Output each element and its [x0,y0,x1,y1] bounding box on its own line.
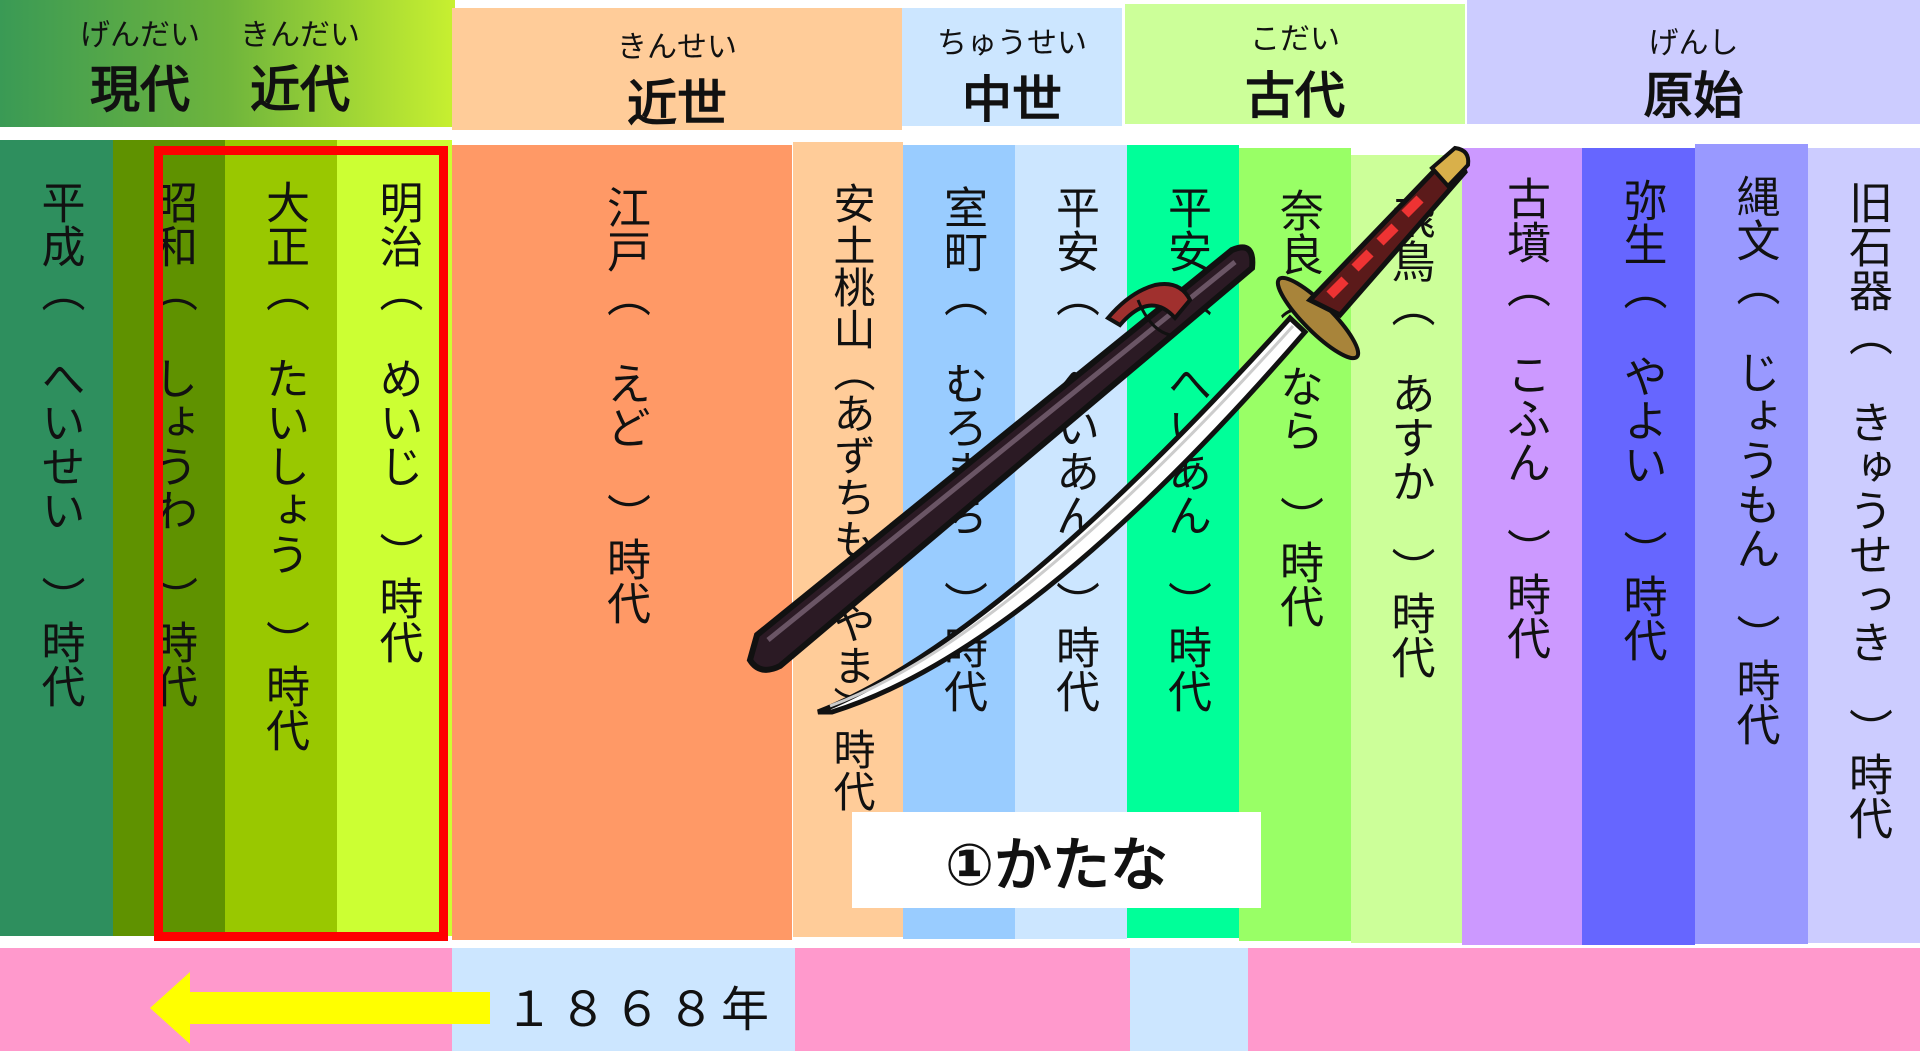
katana-icon [817,145,1471,715]
era-heian-1-text: 平安（ へいあん ）時代 [1048,185,1099,713]
label-kinsei: 近世 [627,75,727,133]
header-kinsei: きんせい 近世 [452,8,902,133]
bottom-bar-gap-cell [1130,948,1248,1051]
era-kofun-text: 古墳（ こふん ）時代 [1499,176,1550,660]
era-asuka: 飛鳥（ あすか ）時代 [1351,155,1462,943]
era-kofun: 古墳（ こふん ）時代 [1462,148,1582,945]
header-genshi: げんし 原始 [1467,0,1920,125]
ruby-kinsei: きんせい [617,30,737,65]
header-chusei: ちゅうせい 中世 [902,8,1122,129]
ruby-kindai: きんだい [240,18,360,53]
bottom-bar-year-cell [452,948,795,1051]
era-jomon-text: 縄文（ じょうもん ）時代 [1728,174,1780,746]
label-kodai: 古代 [1245,67,1345,125]
bottom-bar-right [1248,948,1920,1051]
era-taisho: 大正（ たいしょう ）時代 [225,140,337,936]
header-gendai-kindai: げんだい 現代 きんだい 近代 [0,0,455,127]
question-label: ①かたな [852,812,1261,908]
era-asuka-text: 飛鳥（ あすか ）時代 [1383,195,1435,679]
era-jomon: 縄文（ じょうもん ）時代 [1695,144,1808,944]
era-kyusekki-text: 旧石器（ きゅうせっき ）時代 [1841,180,1892,840]
ruby-genshi: げんし [1648,26,1739,61]
era-yayoi-text: 弥生（ やよい ）時代 [1615,178,1667,662]
left-arrow-icon [150,972,490,1044]
bottom-bar-mid [795,948,1130,1051]
era-edo-text: 江戸（ えど ）時代 [599,185,650,625]
ruby-kodai: こだい [1250,22,1340,57]
era-nara-text: 奈良（ なら ）時代 [1272,188,1323,628]
era-yayoi: 弥生（ やよい ）時代 [1582,148,1695,945]
era-edo: 江戸（ えど ）時代 [452,145,792,940]
label-genshi: 原始 [1643,67,1744,125]
scabbard-icon [746,244,1256,673]
header-kodai: こだい 古代 [1125,4,1465,125]
ruby-gendai: げんだい [80,18,200,53]
label-kindai: 近代 [250,61,350,119]
header-gendai: げんだい 現代 [60,0,220,127]
era-heisei-text: 平成（ へいせい ）時代 [33,180,85,708]
year-1868-label: １８６８年 [505,982,776,1038]
era-meiji: 明治（ めいじ ）時代 [337,140,452,936]
header-kindai: きんだい 近代 [220,0,380,127]
label-gendai: 現代 [90,61,190,119]
era-kyusekki: 旧石器（ きゅうせっき ）時代 [1808,148,1920,943]
label-chusei: 中世 [962,71,1062,129]
era-meiji-text: 明治（ めいじ ）時代 [371,180,423,664]
ruby-chusei: ちゅうせい [937,26,1087,61]
era-heisei: 平成（ へいせい ）時代 [0,140,113,936]
era-taisho-text: 大正（ たいしょう ）時代 [258,180,309,752]
